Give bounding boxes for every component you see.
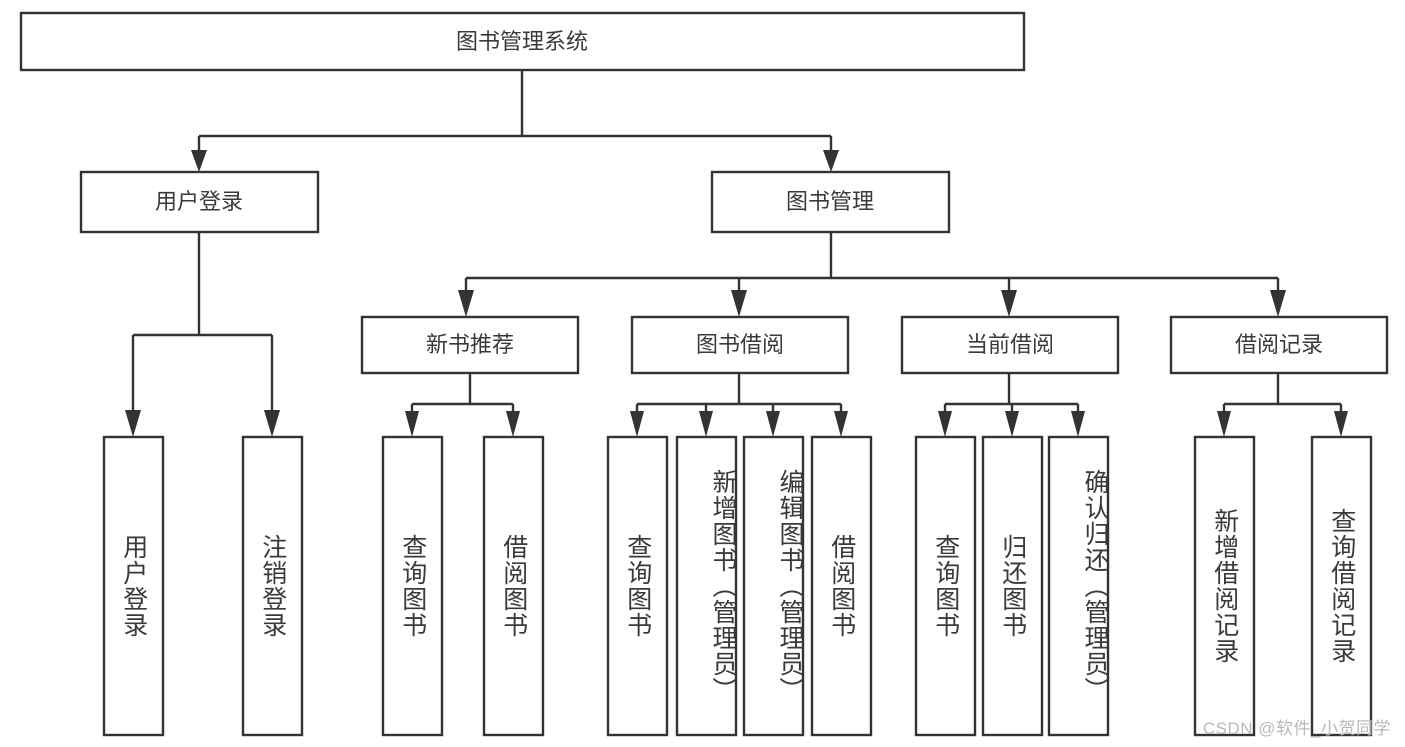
arrow-to-leaf-query-record xyxy=(1334,411,1348,437)
node-current-borrow-box[interactable] xyxy=(900,315,1120,375)
node-book-borrow-label: 图书借阅 xyxy=(696,332,784,357)
node-book-management-label: 图书管理 xyxy=(786,189,874,214)
leaf-query-book-2-box[interactable] xyxy=(606,435,669,737)
arrow-to-leaf-borrow-book-1 xyxy=(506,411,520,437)
leaf-borrow-book-1-box[interactable] xyxy=(482,435,545,737)
node-root-label: 图书管理系统 xyxy=(456,29,588,54)
node-book-borrow-box[interactable] xyxy=(630,315,850,375)
arrow-to-new-book-recommend xyxy=(458,290,474,317)
arrow-root-to-book-management xyxy=(823,150,839,172)
leaf-return-book-box[interactable] xyxy=(981,435,1044,737)
node-current-borrow-label: 当前借阅 xyxy=(966,332,1054,357)
leaf-confirm-return-box[interactable] xyxy=(1047,435,1110,737)
node-borrow-record-label: 借阅记录 xyxy=(1235,332,1323,357)
node-new-book-recommend-label: 新书推荐 xyxy=(426,332,514,357)
leaf-user-login-box[interactable] xyxy=(102,435,165,737)
arrow-to-current-borrow xyxy=(1001,290,1017,317)
arrow-to-leaf-add-record xyxy=(1217,411,1231,437)
arrow-to-leaf-confirm-return xyxy=(1071,411,1085,437)
arrow-to-leaf-borrow-book-2 xyxy=(834,411,848,437)
leaf-query-record-box[interactable] xyxy=(1310,435,1373,737)
node-user-login-label: 用户登录 xyxy=(155,189,243,214)
node-root-box[interactable] xyxy=(19,11,1026,72)
leaf-logout-login-box[interactable] xyxy=(241,435,304,737)
node-book-management-box[interactable] xyxy=(710,170,951,234)
node-box-layer xyxy=(19,11,1389,737)
arrow-to-leaf-return-book xyxy=(1005,411,1019,437)
leaf-borrow-book-2-box[interactable] xyxy=(810,435,873,737)
arrow-to-book-borrow xyxy=(731,290,747,317)
connector-layer xyxy=(125,70,1348,437)
leaf-add-record-box[interactable] xyxy=(1193,435,1256,737)
node-user-login-box[interactable] xyxy=(79,170,320,234)
arrow-to-leaf-user-login xyxy=(125,410,141,437)
csdn-watermark: CSDN @软件_小贺同学 xyxy=(1202,719,1391,738)
horizontal-label-layer: 图书管理系统 用户登录 图书管理 新书推荐 图书借阅 当前借阅 借阅记录 xyxy=(155,29,1323,357)
leaf-add-book-box[interactable] xyxy=(675,435,738,737)
arrow-to-leaf-query-book-1 xyxy=(405,411,419,437)
leaf-query-book-1-box[interactable] xyxy=(381,435,444,737)
arrow-to-leaf-add-book xyxy=(699,411,713,437)
leaf-edit-book-box[interactable] xyxy=(742,435,805,737)
node-borrow-record-box[interactable] xyxy=(1169,315,1389,375)
leaf-query-book-3-box[interactable] xyxy=(914,435,977,737)
arrow-to-leaf-query-book-3 xyxy=(938,411,952,437)
arrow-root-to-user-login xyxy=(191,150,207,172)
arrow-to-leaf-logout-login xyxy=(264,410,280,437)
arrow-to-leaf-edit-book xyxy=(766,411,780,437)
node-new-book-recommend-box[interactable] xyxy=(360,315,580,375)
arrow-to-borrow-record xyxy=(1270,290,1286,317)
arrow-to-leaf-query-book-2 xyxy=(630,411,644,437)
